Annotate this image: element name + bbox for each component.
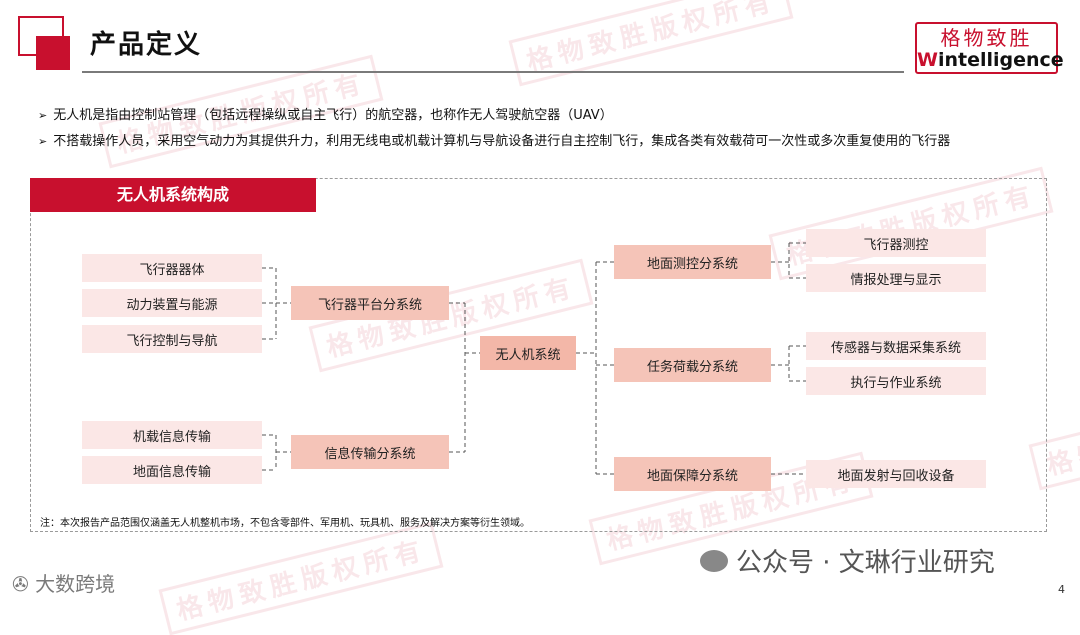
diagram-node-ground-transmission: 地面信息传输 <box>82 456 262 484</box>
bullet-arrow-icon: ➢ <box>38 135 48 148</box>
section-title: 无人机系统构成 <box>30 178 316 212</box>
chat-bubble-icon: ✇ <box>12 572 36 596</box>
diagram-node-flight-control-nav: 飞行控制与导航 <box>82 325 262 353</box>
diagram-node-intel-display: 情报处理与显示 <box>806 264 986 292</box>
wechat-account-text: 公众号 · 文琳行业研究 <box>736 548 995 578</box>
diagram-node-sensor-data: 传感器与数据采集系统 <box>806 332 986 360</box>
title-divider <box>82 71 904 73</box>
bullet-text: 无人机是指由控制站管理（包括远程操纵或自主飞行）的航空器，也称作无人驾驶航空器（… <box>53 108 613 123</box>
diagram-node-platform-subsystem: 飞行器平台分系统 <box>291 286 449 320</box>
page-number: 4 <box>1058 583 1065 596</box>
brand-logo: 格物致胜 Wintelligence <box>915 22 1064 74</box>
bullet-item: ➢ 不搭载操作人员，采用空气动力为其提供升力，利用无线电或机载计算机与导航设备进行… <box>38 130 950 149</box>
diagram-node-ground-support-subsystem: 地面保障分系统 <box>614 457 771 491</box>
diagram-node-root: 无人机系统 <box>480 336 576 370</box>
brand-english-rest: intelligence <box>937 49 1064 71</box>
diagram-node-airborne-transmission: 机载信息传输 <box>82 421 262 449</box>
diagram-node-power-energy: 动力装置与能源 <box>82 289 262 317</box>
brand-english-name: Wintelligence <box>917 49 1064 71</box>
bullet-arrow-icon: ➢ <box>38 109 48 122</box>
brand-chinese-name: 格物致胜 <box>940 26 1033 50</box>
wechat-icon <box>700 549 728 572</box>
diagram-node-execution-system: 执行与作业系统 <box>806 367 986 395</box>
diagram-frame <box>30 178 1047 532</box>
diagram-node-transmission-subsystem: 信息传输分系统 <box>291 435 449 469</box>
bullet-text: 不搭载操作人员，采用空气动力为其提供升力，利用无线电或机载计算机与导航设备进行自… <box>53 134 951 149</box>
footnote: 注：本次报告产品范围仅涵盖无人机整机市场，不包含零部件、军用机、玩具机、服务及解… <box>40 518 530 529</box>
left-footer-text: 大数跨境 <box>35 572 116 596</box>
logo-filled-square <box>36 36 70 70</box>
bullet-item: ➢ 无人机是指由控制站管理（包括远程操纵或自主飞行）的航空器，也称作无人驾驶航空器… <box>38 104 613 123</box>
left-footer-logo: ✇ 大数跨境 <box>12 568 115 597</box>
diagram-node-aircraft-telemetry: 飞行器测控 <box>806 229 986 257</box>
diagram-node-payload-subsystem: 任务荷载分系统 <box>614 348 771 382</box>
diagram-node-ground-control-subsystem: 地面测控分系统 <box>614 245 771 279</box>
page-title: 产品定义 <box>90 30 203 60</box>
brand-initial: W <box>917 49 938 71</box>
connector-lines <box>262 242 806 475</box>
diagram-node-launch-recovery: 地面发射与回收设备 <box>806 460 986 488</box>
wechat-footer: 公众号 · 文琳行业研究 <box>700 542 995 579</box>
diagram-node-flight-body: 飞行器器体 <box>82 254 262 282</box>
